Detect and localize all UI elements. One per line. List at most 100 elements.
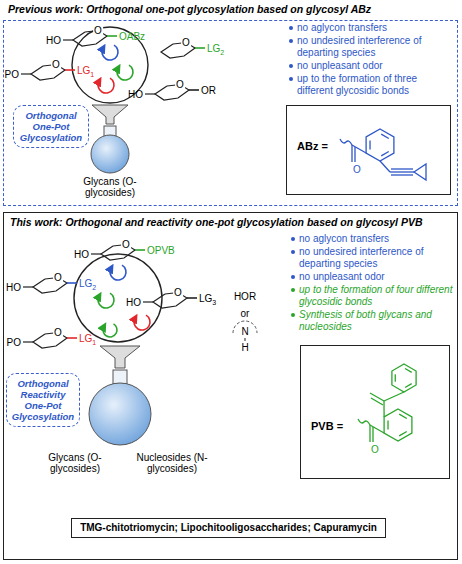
anomeric-bond <box>67 337 77 339</box>
atom-label: O <box>173 287 183 298</box>
cycle-arrow <box>134 315 150 330</box>
panel-heading: Previous work: Orthogonal one-pot glycos… <box>8 3 371 15</box>
feature-bullet: up to the formation of three different g… <box>288 73 454 97</box>
anomeric-bond <box>195 47 205 49</box>
chem-label: HO <box>74 249 89 260</box>
double-bond <box>395 374 396 382</box>
benzene-ring <box>384 409 412 441</box>
hydroxyl-bond <box>145 93 155 94</box>
chem-label: H <box>241 342 248 353</box>
method-box: Orthogonal Reactivity One-Pot Glycosylat… <box>6 373 80 427</box>
feature-bullet: no unpleasant odor <box>290 271 454 283</box>
atom-label: O <box>121 239 131 250</box>
chem-label: LG2 <box>207 43 224 54</box>
atom-label: O <box>370 444 380 455</box>
atom-label: O <box>93 25 103 36</box>
chem-label: HO <box>128 89 143 100</box>
target-bar: TMG-chitotriomycin; Lipochitooligosaccha… <box>71 518 386 538</box>
hydroxyl-bond <box>23 286 33 287</box>
atom-label: O <box>175 79 185 90</box>
benzene-ring <box>366 129 394 161</box>
structure-box: ABz = <box>286 105 451 195</box>
cycle-arrow <box>102 45 118 60</box>
pyranose-rings <box>21 31 205 348</box>
atom-label: N <box>240 326 249 337</box>
chem-label: Glycans (O-glycosides) <box>68 176 152 198</box>
atom-label: O <box>53 327 63 338</box>
structure-box: PVB = <box>300 345 450 479</box>
feature-bullet: no aglycon transfers <box>290 233 454 245</box>
double-bond <box>381 151 389 155</box>
flask <box>89 370 151 445</box>
box-text: Orthogonal Reactivity One-Pot Glycosylat… <box>9 378 77 422</box>
chem-label: OABz <box>119 31 145 42</box>
hydroxyl-bond <box>91 253 101 254</box>
feature-bullet: up to the formation of four different gl… <box>290 284 454 308</box>
cycle-arrow <box>98 78 114 93</box>
flask <box>91 126 129 173</box>
atom-label: O <box>352 164 362 175</box>
chem-label: Nucleosides (N-glycosides) <box>126 452 218 474</box>
ring-bond <box>366 129 394 161</box>
method-box: Orthogonal One-Pot Glycosylation <box>13 105 89 148</box>
ring-bond <box>392 364 416 392</box>
atom-label: O <box>53 272 63 283</box>
benzene-ring <box>392 364 416 392</box>
panel: This work: Orthogonal and reactivity one… <box>3 212 458 560</box>
chem-label: LG2 <box>79 278 96 289</box>
chem-label: Glycans (O-glycosides) <box>35 452 115 474</box>
feature-bullet: Synthesis of both glycans and nucleoside… <box>290 309 454 333</box>
box-text: Orthogonal One-Pot Glycosylation <box>16 110 86 143</box>
double-bond <box>369 141 370 150</box>
chem-label: LG3 <box>199 293 216 304</box>
cycle-arrow <box>98 293 114 308</box>
cycle-arrow <box>103 324 117 337</box>
box-text: PVB = <box>311 420 343 432</box>
chem-label: LG1 <box>77 65 94 76</box>
chem-label: OR <box>201 85 216 96</box>
funnel <box>92 105 128 124</box>
chem-label: PO <box>7 337 21 348</box>
chem-label: HO <box>46 35 61 46</box>
bullet-list: no aglycon transfersno undesired interfe… <box>290 233 454 334</box>
double-bond <box>381 134 389 138</box>
feature-bullet: no undesired interference of departing s… <box>288 35 454 59</box>
atom-label: O <box>181 37 191 48</box>
feature-bullet: no unpleasant odor <box>288 60 454 72</box>
double-bond <box>405 369 412 373</box>
chem-label: PO <box>5 69 19 80</box>
anomeric-bond <box>187 297 197 299</box>
anomeric-bond <box>107 35 117 37</box>
chem-label: or <box>241 308 250 319</box>
panel: Previous work: Orthogonal one-pot glycos… <box>3 20 458 206</box>
cycle-arrow <box>110 265 126 280</box>
bullet-list: no aglycon transfersno undesired interfe… <box>288 22 454 98</box>
anomeric-bond <box>189 89 199 91</box>
chem-label: OPVB <box>147 245 175 256</box>
box-text: ABz = <box>297 140 328 152</box>
hydroxyl-bond <box>23 341 33 342</box>
hydroxyl-bond <box>143 301 153 302</box>
double-bond <box>399 414 407 418</box>
anomeric-bond <box>65 69 75 71</box>
anomeric-bond <box>135 249 145 251</box>
chem-label: LG1 <box>79 333 96 344</box>
double-bond <box>387 421 388 430</box>
double-bond <box>405 384 412 388</box>
anomeric-bond <box>67 282 77 284</box>
pvb-structure <box>358 392 404 442</box>
double-bond <box>399 431 407 435</box>
atom-label: O <box>51 59 61 70</box>
box-text: TMG-chitotriomycin; Lipochitooligosaccha… <box>80 519 377 537</box>
one-pot-circle <box>72 27 148 103</box>
chem-label: HO <box>6 282 21 293</box>
n-h-bond <box>245 338 246 341</box>
hydroxyl-bond <box>63 39 73 40</box>
panel-heading: This work: Orthogonal and reactivity one… <box>10 216 423 228</box>
ring-bond <box>384 409 412 441</box>
hydroxyl-bond <box>21 73 31 74</box>
chem-label: HOR <box>234 291 256 302</box>
cycle-arrow <box>117 65 133 80</box>
